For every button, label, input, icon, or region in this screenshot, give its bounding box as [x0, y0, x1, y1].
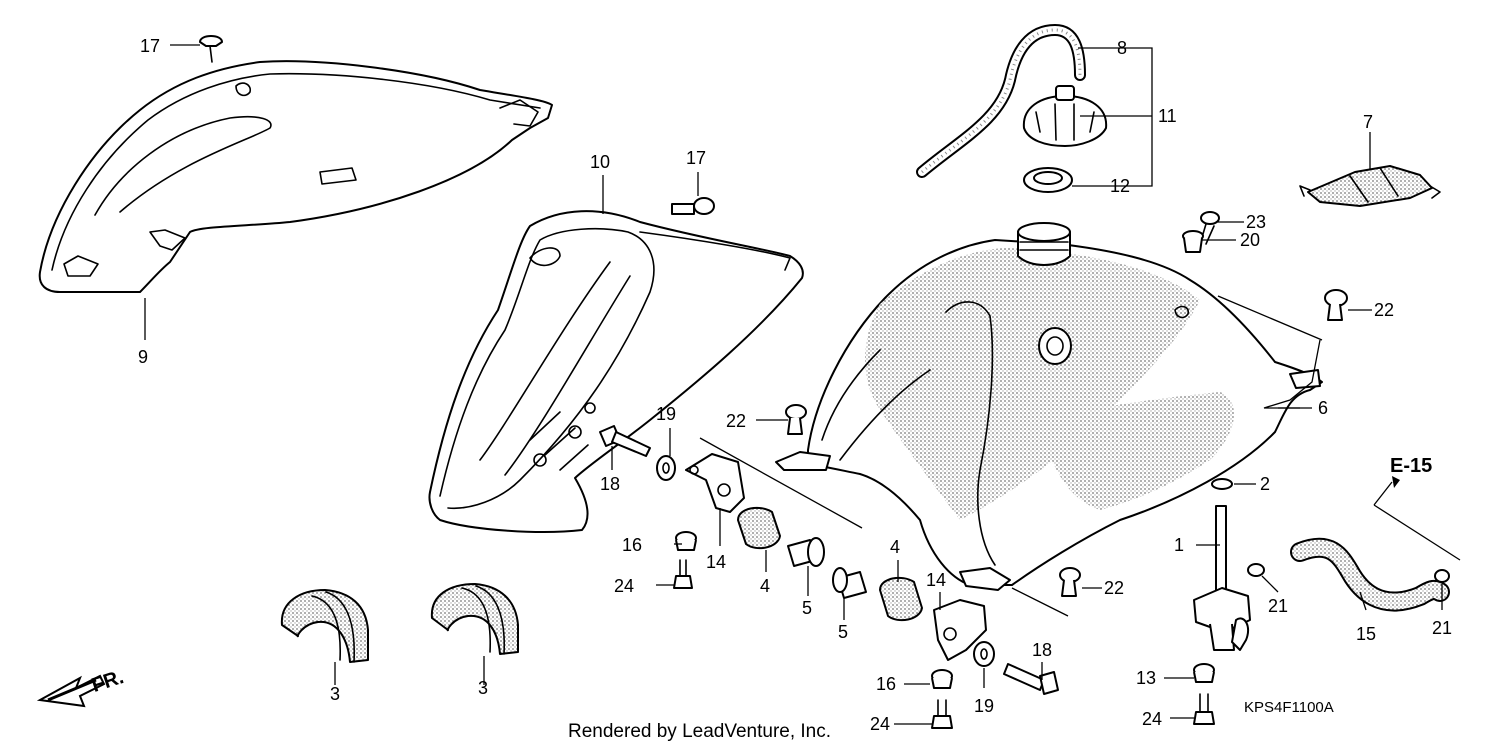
callout-19-right: 19	[974, 696, 994, 716]
washer-part-19-right	[973, 641, 995, 667]
callout-14-right: 14	[926, 570, 946, 590]
clip-part-22-low	[1059, 567, 1081, 597]
screw-part-17-top	[199, 35, 223, 63]
front-arrow-icon	[36, 674, 106, 708]
callout-7: 7	[1363, 112, 1373, 132]
screw-part-17-mid	[671, 197, 715, 215]
callout-1: 1	[1174, 535, 1184, 555]
bracket-part-14-right	[933, 599, 987, 661]
callout-23: 23	[1246, 212, 1266, 232]
bolt-part-23	[1199, 211, 1220, 245]
callout-24-low: 24	[870, 714, 890, 734]
side-shroud-part-9	[38, 60, 553, 293]
tank-strap-part-7	[1299, 165, 1441, 207]
credit-text: Rendered by LeadVenture, Inc.	[568, 721, 831, 742]
washer-part-19-left	[656, 455, 676, 481]
callout-9: 9	[138, 347, 148, 367]
callout-22-right: 22	[1374, 300, 1394, 320]
callout-3-right: 3	[478, 678, 488, 698]
reference-arrow	[1373, 476, 1400, 506]
callout-6: 6	[1318, 398, 1328, 418]
clip-part-21-right	[1434, 569, 1450, 583]
callout-5-left: 5	[802, 598, 812, 618]
callout-3-left: 3	[330, 684, 340, 704]
grommet-part-4-right	[879, 576, 923, 622]
callout-11: 11	[1158, 106, 1177, 126]
front-label: FR.	[89, 666, 126, 697]
callout-22-low: 22	[1104, 578, 1124, 598]
breather-tube-part-8	[916, 23, 1086, 178]
radiator-shroud-part-10	[428, 210, 804, 533]
callout-4-left: 4	[760, 576, 770, 596]
gasket-part-12	[1023, 167, 1073, 193]
callout-10: 10	[590, 152, 610, 172]
collar-part-16-left	[675, 531, 697, 551]
diagram-code: KPS4F1100A	[1244, 699, 1334, 716]
o-ring-part-2	[1211, 478, 1233, 490]
callout-15: 15	[1356, 624, 1376, 644]
fuel-valve-part-1	[1193, 505, 1251, 651]
reference-label: E-15	[1390, 455, 1432, 477]
callout-labels: 17 9 10 17 8 11 12 7 23 20 22 6 22 2 1 2…	[89, 36, 1452, 742]
callout-4-right: 4	[890, 537, 900, 557]
callout-14-left: 14	[706, 552, 726, 572]
leader-lines	[144, 44, 1461, 725]
callout-12: 12	[1110, 176, 1130, 196]
callout-17-mid: 17	[686, 148, 706, 168]
bolt-part-24-left	[673, 559, 693, 589]
nut-part-13	[1193, 663, 1215, 683]
callout-19-left: 19	[656, 404, 676, 424]
callout-21-left: 21	[1268, 596, 1288, 616]
callout-13: 13	[1136, 668, 1156, 688]
collar-part-5-left	[787, 537, 825, 567]
cushion-part-3-right	[430, 583, 519, 655]
fuel-tank-part-6	[775, 222, 1323, 591]
callout-8: 8	[1117, 38, 1127, 58]
bolt-part-24-right	[1193, 693, 1215, 725]
bolt-part-18-right	[1003, 663, 1059, 695]
callout-22-mid: 22	[726, 411, 746, 431]
callout-24-right: 24	[1142, 709, 1162, 729]
bolt-part-18-left	[599, 425, 651, 457]
clip-part-21-left	[1247, 563, 1265, 577]
callout-2: 2	[1260, 474, 1270, 494]
callout-5-right: 5	[838, 622, 848, 642]
cushion-part-3-left	[280, 589, 369, 663]
callout-21-right: 21	[1432, 618, 1452, 638]
callout-16-left: 16	[622, 535, 642, 555]
callout-17-top: 17	[140, 36, 160, 56]
bracket-part-14-left	[685, 453, 745, 513]
clip-part-22-right	[1324, 289, 1348, 321]
callout-20: 20	[1240, 230, 1260, 250]
callout-18-right: 18	[1032, 640, 1052, 660]
bolt-part-24-low	[931, 699, 953, 729]
callout-18-left: 18	[600, 474, 620, 494]
collar-part-20	[1182, 230, 1204, 253]
collar-part-5-right	[832, 567, 867, 599]
grommet-part-4-left	[737, 506, 781, 550]
fuel-cap-part-11	[1022, 85, 1108, 147]
clip-part-22-mid	[785, 404, 807, 435]
callout-24-left: 24	[614, 576, 634, 596]
collar-part-16-low	[931, 669, 953, 689]
callout-16-low: 16	[876, 674, 896, 694]
fuel-hose-part-15	[1290, 537, 1450, 612]
